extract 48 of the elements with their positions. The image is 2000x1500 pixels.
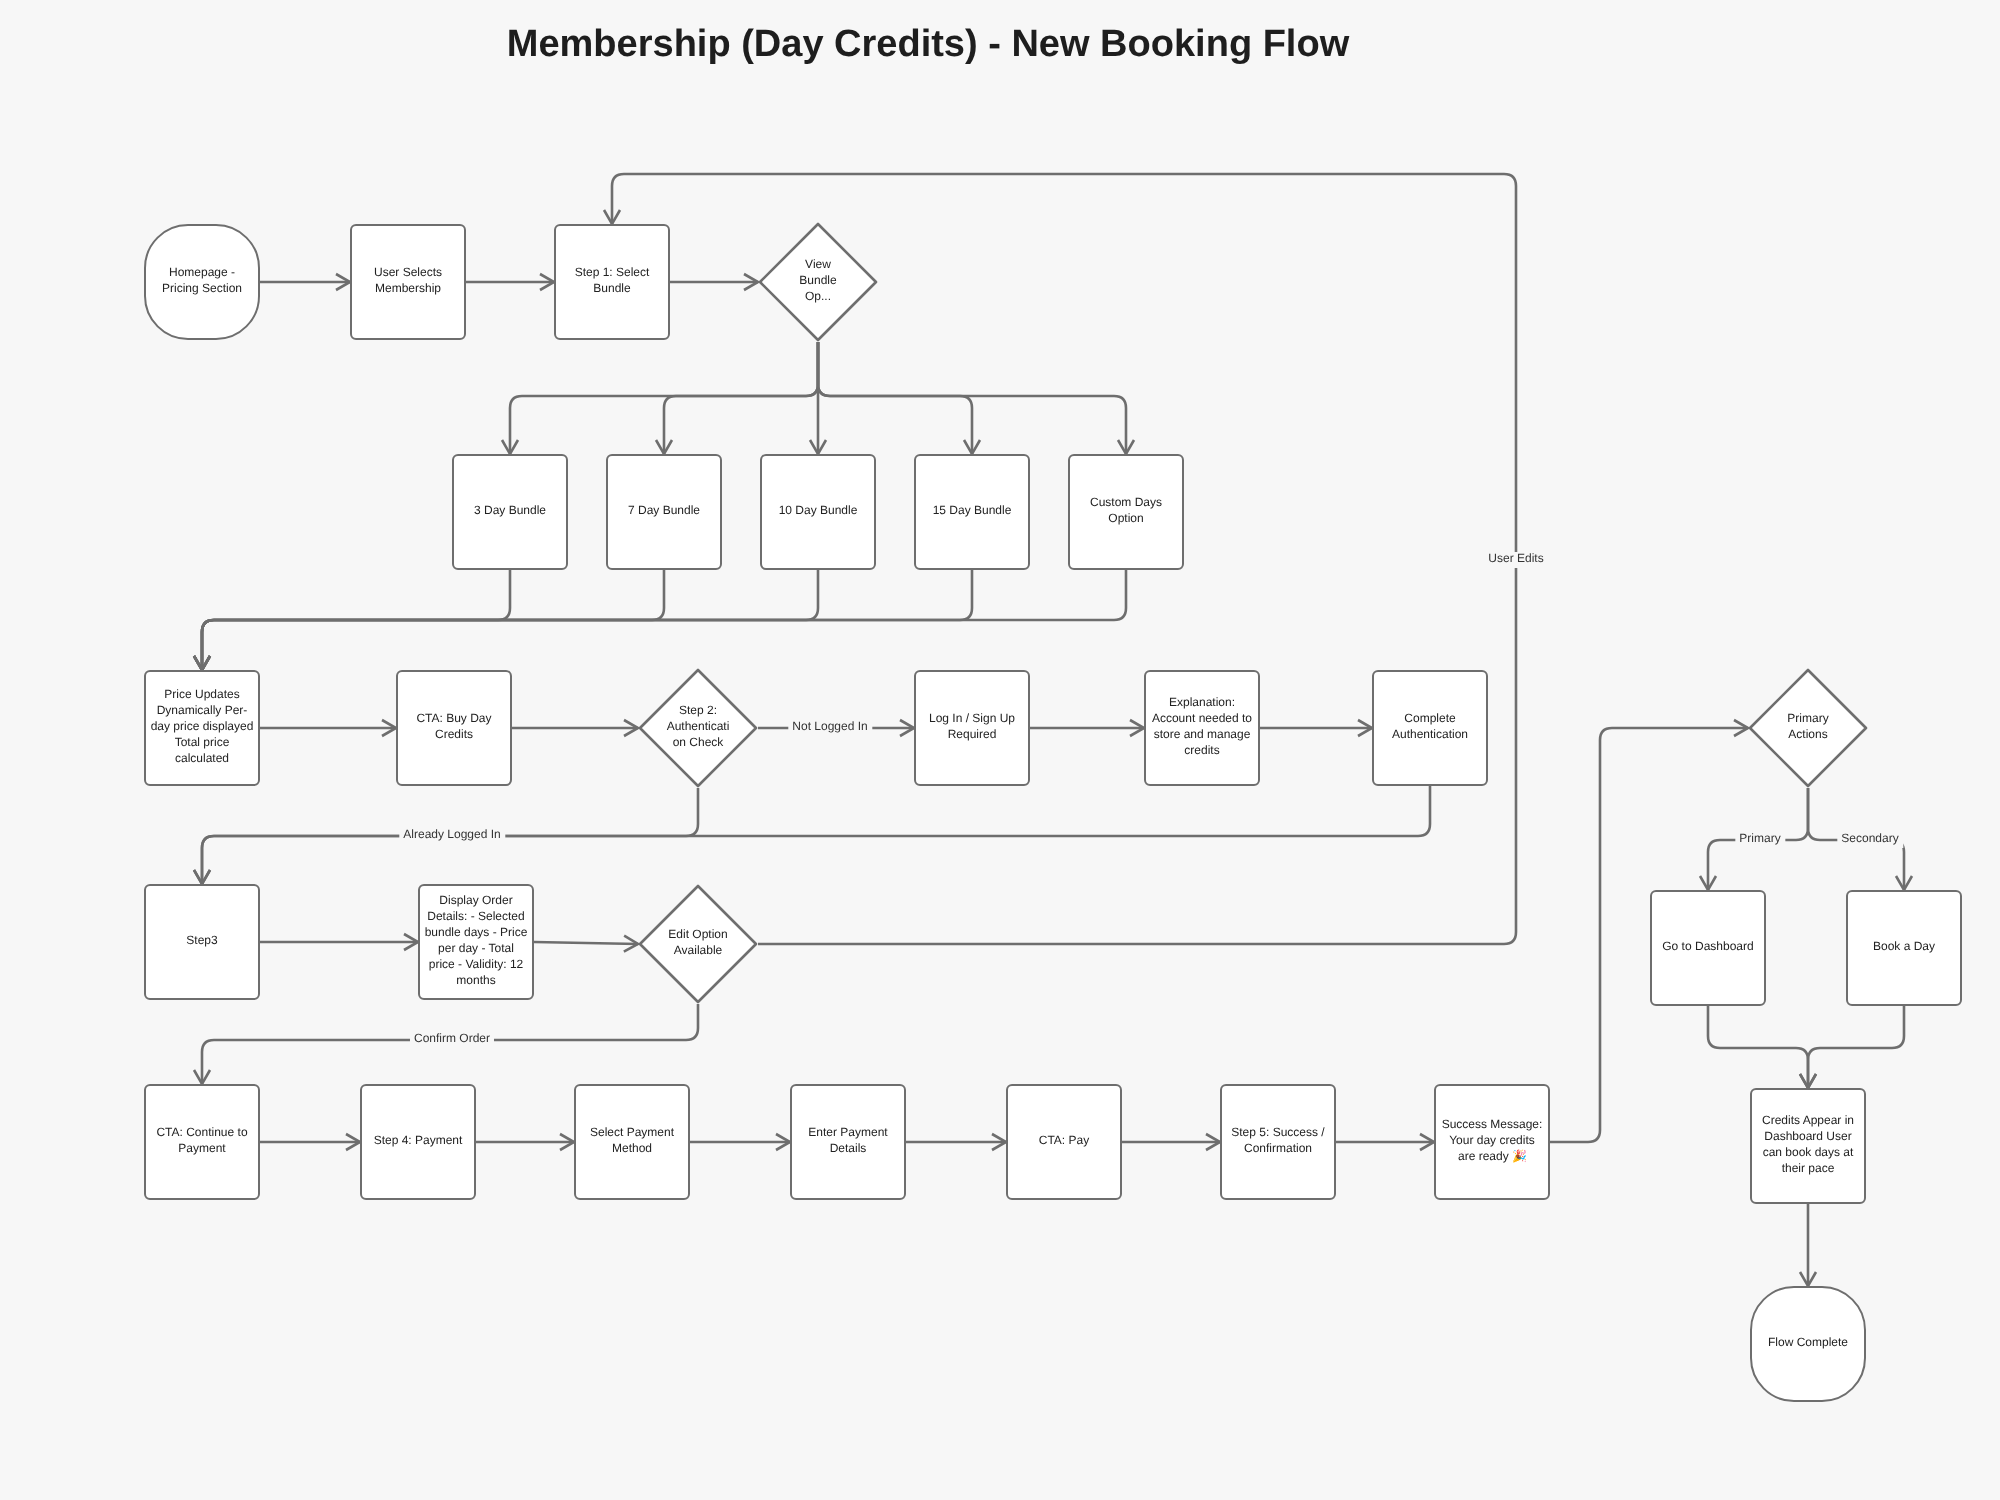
arrow [906, 1132, 1008, 1152]
process-box [790, 1084, 906, 1200]
arrow [260, 718, 398, 738]
arrow [1260, 718, 1374, 738]
process-box [1846, 890, 1962, 1006]
process-box [606, 454, 722, 570]
arrow [1336, 1132, 1436, 1152]
process-box [914, 670, 1030, 786]
process-box [1434, 1084, 1550, 1200]
arrow [533, 934, 640, 954]
process-box [760, 454, 876, 570]
arrow [466, 272, 556, 292]
diagram-title: Membership (Day Credits) - New Booking Flow [506, 24, 1350, 68]
process-box [1006, 1084, 1122, 1200]
arrow [260, 272, 352, 292]
process-box [452, 454, 568, 570]
process-box [1068, 454, 1184, 570]
process-box [1144, 670, 1260, 786]
arrow [1122, 1132, 1222, 1152]
process-box [554, 224, 670, 340]
process-box [144, 670, 260, 786]
process-box [574, 1084, 690, 1200]
process-box [360, 1084, 476, 1200]
terminal-shape [1750, 1286, 1866, 1402]
arrow [192, 570, 1128, 672]
process-box [396, 670, 512, 786]
arrow [1798, 1006, 1906, 1090]
process-box [350, 224, 466, 340]
arrow [1030, 718, 1146, 738]
process-box [144, 1084, 260, 1200]
arrow [602, 172, 1518, 946]
process-box [1220, 1084, 1336, 1200]
arrow [260, 932, 420, 952]
arrow [670, 272, 760, 292]
process-box [1372, 670, 1488, 786]
arrow [816, 342, 1136, 456]
process-box [914, 454, 1030, 570]
terminal-shape [144, 224, 260, 340]
arrow [192, 786, 1432, 886]
arrow [1550, 718, 1750, 1144]
arrow [690, 1132, 792, 1152]
arrow [260, 1132, 362, 1152]
arrow [1798, 1204, 1818, 1288]
process-box [144, 884, 260, 1000]
process-box [1750, 1088, 1866, 1204]
process-box [1650, 890, 1766, 1006]
arrow [512, 718, 640, 738]
arrow [476, 1132, 576, 1152]
